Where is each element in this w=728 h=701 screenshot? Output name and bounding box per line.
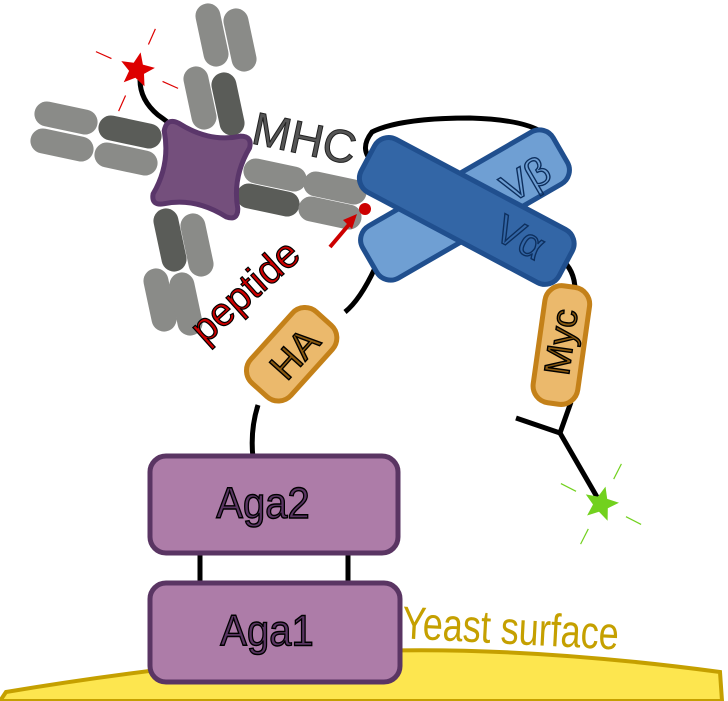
tcr: Vβ Vα <box>356 127 577 287</box>
mhc-chain <box>98 115 162 149</box>
peptide-dot <box>359 203 371 215</box>
mhc-chain <box>303 171 367 205</box>
streptavidin-core <box>150 118 253 221</box>
mhc-chain <box>195 3 229 67</box>
mhc-chain <box>143 268 177 332</box>
linker-fluor-red <box>137 79 174 128</box>
myc-tag <box>530 283 593 407</box>
peptide-arrowhead <box>343 214 357 229</box>
star-ray <box>118 95 127 112</box>
star-ray <box>625 516 642 525</box>
star-ray <box>95 51 112 60</box>
tcr-v-alpha <box>356 135 577 287</box>
red-star-icon <box>121 52 155 87</box>
star-ray <box>147 28 156 45</box>
linkers <box>137 79 600 585</box>
yeast-surface-label: Yeast surface <box>401 597 620 660</box>
mhc-chain <box>30 128 94 162</box>
aga1-label: Aga1 <box>220 606 313 655</box>
mhc-chain <box>183 66 217 130</box>
mhc-chain <box>211 72 245 136</box>
mhc-tetramer <box>30 3 367 336</box>
red-star-rays <box>95 28 179 112</box>
anti-myc-stem <box>557 401 574 434</box>
mhc-chain <box>169 272 203 336</box>
green-star-rays <box>560 463 642 545</box>
mhc-chain <box>236 183 300 217</box>
linker-valpha-ha <box>343 266 378 314</box>
mhc-chain <box>153 208 187 272</box>
star-ray <box>162 80 179 89</box>
linker-ha-aga2 <box>249 404 261 459</box>
star-ray <box>580 528 589 545</box>
myc-tag-label: Myc <box>536 306 586 377</box>
green-star-icon <box>585 486 619 521</box>
anti-myc-arm-left <box>515 415 561 436</box>
mhc-chain <box>34 101 98 135</box>
fluorophore-red <box>95 28 179 112</box>
star-ray <box>560 483 577 492</box>
mhc-chain <box>243 158 307 192</box>
aga1: Aga1 <box>147 580 403 685</box>
star-ray <box>613 463 622 480</box>
aga2-label: Aga2 <box>216 478 309 527</box>
mhc-chain <box>180 213 214 277</box>
fluorophore-green <box>560 463 642 545</box>
ha-tag <box>243 305 340 404</box>
mhc-chain <box>223 8 257 72</box>
mhc-chain <box>94 142 158 176</box>
anti-myc-arm-right <box>557 431 600 499</box>
aga2: Aga2 <box>147 453 401 556</box>
